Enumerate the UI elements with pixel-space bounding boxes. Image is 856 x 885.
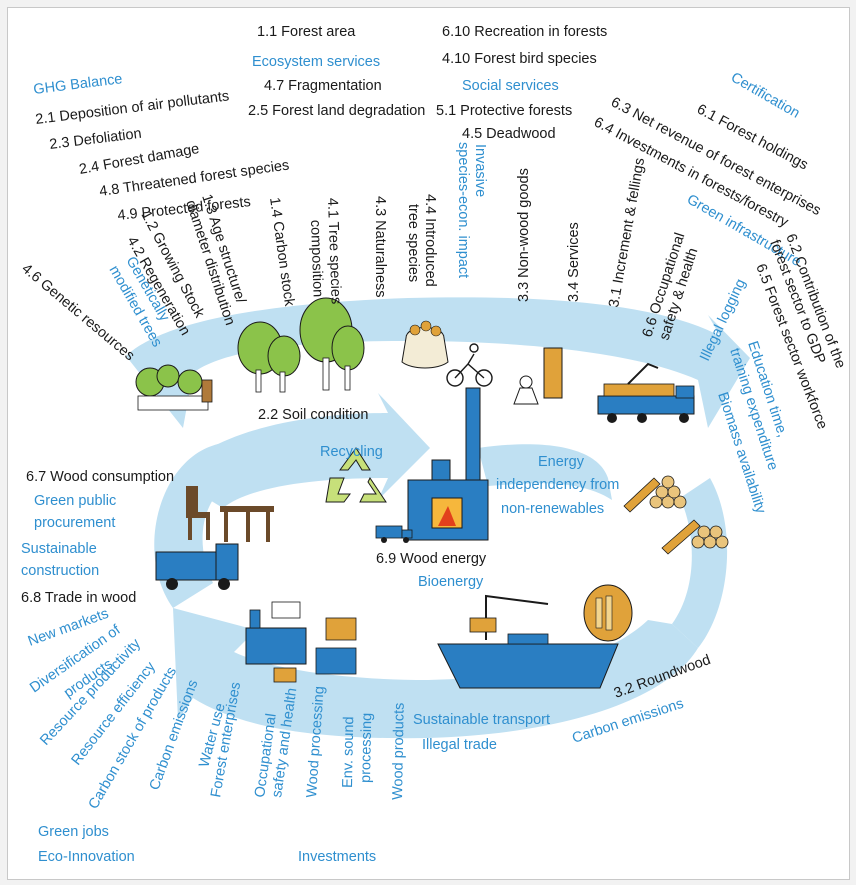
cycle-arrow-bottom bbox=[173, 608, 698, 739]
label-introduced-2: tree species bbox=[405, 204, 421, 282]
label-bioenergy: Bioenergy bbox=[418, 574, 484, 590]
label-social-services: Social services bbox=[462, 78, 559, 94]
label-non-wood-goods: 3.3 Non-wood goods bbox=[516, 168, 532, 302]
label-ghg-balance: GHG Balance bbox=[33, 71, 124, 98]
label-bird-species: 4.10 Forest bird species bbox=[442, 51, 597, 67]
label-sustainable-construction-1: Sustainable bbox=[21, 541, 97, 557]
label-forest-area: 1.1 Forest area bbox=[257, 24, 356, 40]
label-energy-3: non-renewables bbox=[501, 501, 604, 517]
power-plant-icon bbox=[407, 387, 489, 541]
label-services: 3.4 Services bbox=[566, 222, 582, 302]
nut-sack-icon bbox=[401, 320, 449, 369]
label-wood-consumption: 6.7 Wood consumption bbox=[26, 469, 174, 485]
label-ecosystem-services: Ecosystem services bbox=[252, 54, 380, 70]
furniture-icon bbox=[186, 486, 274, 542]
label-green-procurement-2: procurement bbox=[34, 515, 115, 531]
label-protective-forests: 5.1 Protective forests bbox=[436, 103, 572, 119]
ship-icon bbox=[437, 594, 619, 689]
label-deadwood: 4.5 Deadwood bbox=[462, 126, 556, 142]
label-green-procurement-1: Green public bbox=[34, 493, 116, 509]
label-naturalness: 4.3 Naturalness bbox=[372, 196, 388, 298]
cycle-arrow-top bbox=[126, 297, 750, 428]
forest-value-chain-diagram: 1.1 Forest area Ecosystem services 4.7 F… bbox=[18, 24, 848, 865]
label-certification: Certification bbox=[728, 70, 802, 122]
label-wood-energy: 6.9 Wood energy bbox=[376, 551, 487, 567]
cycle-arrow-energy bbox=[478, 444, 612, 500]
label-introduced-1: 4.4 Introduced bbox=[422, 194, 438, 287]
cycle-arrow-right bbox=[672, 478, 728, 648]
label-trade-in-wood: 6.8 Trade in wood bbox=[21, 590, 136, 606]
tree-group-icon bbox=[237, 297, 365, 393]
label-invasive-2: species-econ. impact bbox=[455, 142, 471, 278]
label-tree-species-2: composition bbox=[307, 220, 326, 298]
cyclist-icon bbox=[446, 343, 493, 387]
label-fragmentation: 4.7 Fragmentation bbox=[264, 78, 382, 94]
label-carbon-stock: 1.4 Carbon stock bbox=[266, 196, 297, 308]
label-sustainable-construction-2: construction bbox=[21, 563, 99, 579]
label-soil-condition: 2.2 Soil condition bbox=[258, 407, 368, 423]
label-investments-bottom: Investments bbox=[298, 849, 376, 865]
label-land-degradation: 2.5 Forest land degradation bbox=[248, 103, 425, 119]
label-sustainable-transport: Sustainable transport bbox=[413, 712, 550, 728]
logging-truck-icon bbox=[597, 362, 695, 423]
label-wood-processing: Wood processing bbox=[304, 686, 328, 799]
cycle-arrows bbox=[126, 297, 750, 739]
label-recycling: Recycling bbox=[320, 444, 383, 460]
figure-frame: 1.1 Forest area Ecosystem services 4.7 F… bbox=[7, 7, 850, 880]
factory-icon bbox=[245, 601, 357, 683]
label-wood-products: Wood products bbox=[390, 703, 408, 801]
recycling-icon bbox=[325, 447, 387, 503]
label-invasive-1: Invasive bbox=[472, 144, 488, 197]
shrub-icon bbox=[135, 364, 213, 411]
label-eco-innovation: Eco-Innovation bbox=[38, 849, 135, 865]
label-recreation: 6.10 Recreation in forests bbox=[442, 24, 607, 40]
label-increment: 3.1 Increment & fellings bbox=[606, 157, 648, 309]
label-energy-1: Energy bbox=[538, 454, 585, 470]
logger-icon bbox=[513, 347, 563, 405]
label-env-sound-2: processing bbox=[358, 713, 375, 783]
label-energy-2: independency from bbox=[496, 477, 619, 493]
wood-pile-icon bbox=[623, 475, 729, 555]
label-env-sound-1: Env. sound bbox=[340, 716, 357, 788]
delivery-truck-icon bbox=[155, 543, 239, 590]
label-green-jobs: Green jobs bbox=[38, 824, 109, 840]
label-tree-species-1: 4.1 Tree species bbox=[324, 198, 344, 305]
cycle-arrow-inner bbox=[173, 393, 430, 508]
log-cross-section-icon bbox=[583, 584, 633, 642]
label-defoliation: 2.3 Defoliation bbox=[49, 126, 143, 153]
small-truck-icon bbox=[375, 525, 413, 543]
label-illegal-trade: Illegal trade bbox=[422, 737, 497, 753]
